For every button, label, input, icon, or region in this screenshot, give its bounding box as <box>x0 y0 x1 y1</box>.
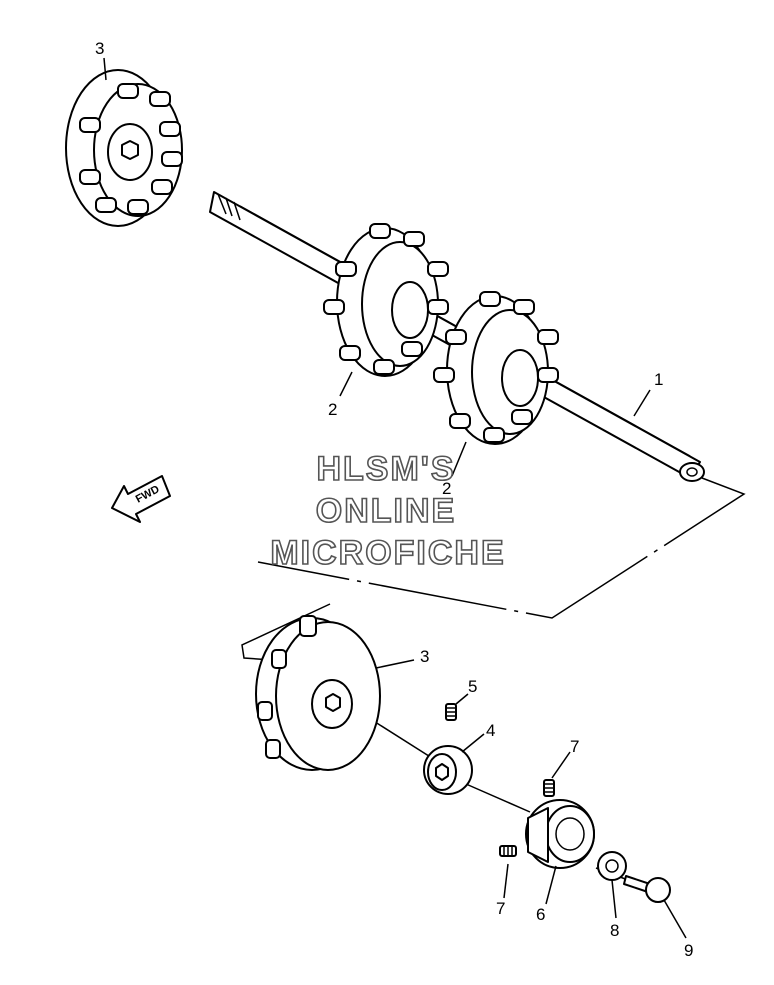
callout-7-upper: 7 <box>570 737 579 756</box>
explosion-guide-lines <box>241 477 746 881</box>
callout-5: 5 <box>468 677 477 696</box>
set-screw-upper-part-7 <box>543 779 555 797</box>
callout-7-lower: 7 <box>496 899 505 918</box>
nut-part-8 <box>597 851 627 881</box>
fwd-direction-arrow: FWD <box>111 475 171 523</box>
bearing-part-6 <box>525 799 595 869</box>
callout-leaders <box>103 57 687 939</box>
callout-2-left: 2 <box>328 400 337 419</box>
callout-3-top: 3 <box>95 39 104 58</box>
callout-1: 1 <box>654 370 663 389</box>
drive-sprocket-right-part-2 <box>433 291 559 445</box>
bolt-part-9 <box>623 875 671 903</box>
set-screw-lower-part-7 <box>499 845 517 857</box>
callout-6: 6 <box>536 905 545 924</box>
callout-4: 4 <box>486 721 495 740</box>
watermark: HLSM'S ONLINE MICROFICHE <box>270 449 505 573</box>
drive-sprocket-left-part-2 <box>323 223 449 377</box>
hex-collar-part-4 <box>423 745 473 795</box>
callout-2-right: 2 <box>442 479 451 498</box>
watermark-line-2: ONLINE <box>316 492 456 530</box>
watermark-line-1: HLSM'S <box>316 450 455 488</box>
callout-3-bottom: 3 <box>420 647 429 666</box>
watermark-line-3: MICROFICHE <box>270 534 505 572</box>
set-screw-part-5 <box>445 703 457 721</box>
idler-wheel-bottom-part-3 <box>255 615 381 771</box>
sprocket-wheel-top-part-3 <box>65 69 183 227</box>
callout-9: 9 <box>684 941 693 960</box>
callout-8: 8 <box>610 921 619 940</box>
